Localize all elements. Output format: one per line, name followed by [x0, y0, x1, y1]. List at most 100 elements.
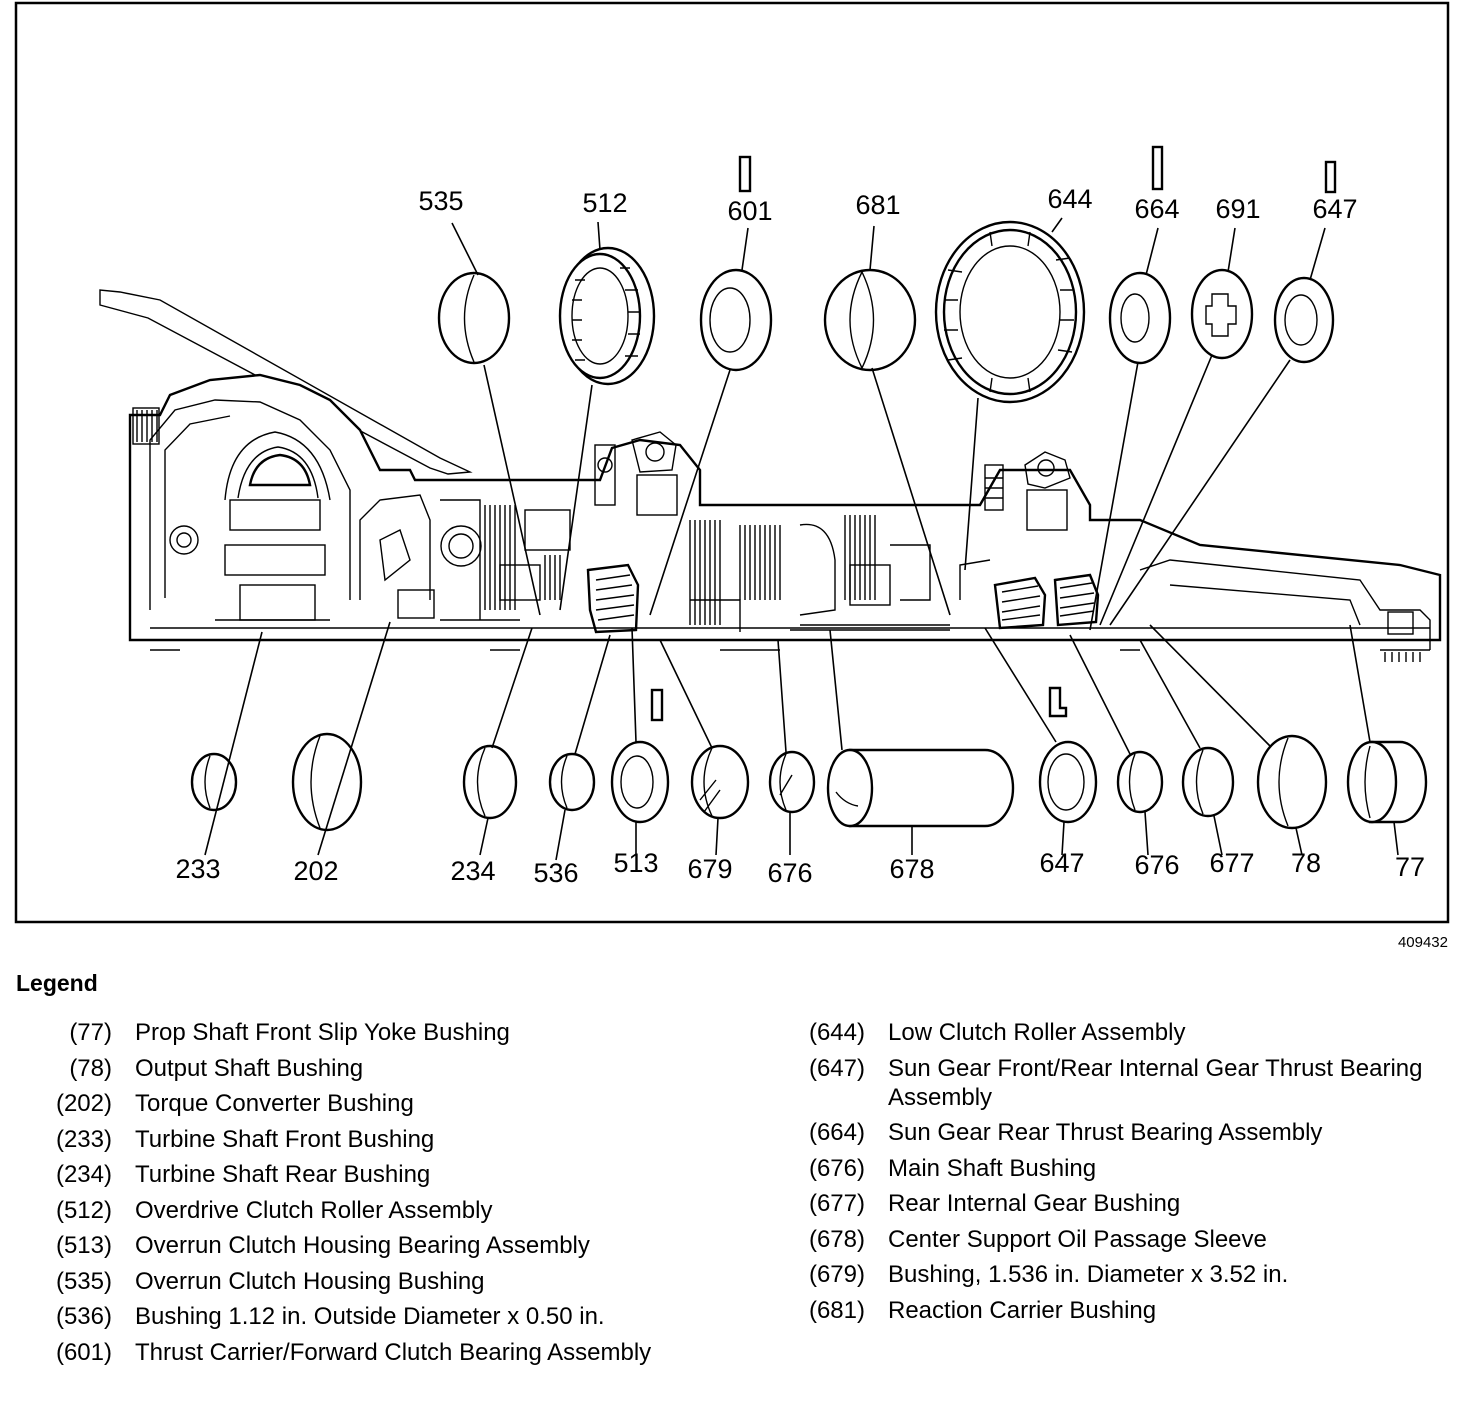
legend-item-number: (681)	[808, 1296, 865, 1324]
part-535-illustration	[437, 271, 511, 365]
figure-id: 409432	[1398, 934, 1448, 951]
legend-item: (202) Torque Converter Bushing	[15, 1089, 755, 1118]
legend-item-number: (234)	[55, 1161, 112, 1188]
legend-item: (233) Turbine Shaft Front Bushing	[15, 1125, 755, 1154]
legend-item-description: Center Support Oil Passage Sleeve	[888, 1225, 1267, 1253]
callout-234: 234	[450, 856, 495, 886]
part-78-illustration	[1256, 734, 1328, 830]
legend-item: (535) Overrun Clutch Housing Bushing	[15, 1267, 755, 1296]
part-677-illustration	[1181, 746, 1235, 818]
callout-647-bottom: 647	[1039, 848, 1084, 878]
legend-item: (78) Output Shaft Bushing	[15, 1054, 755, 1083]
forward-direct-clutch-packs	[689, 515, 931, 632]
part-681-illustration	[823, 268, 917, 372]
legend-item-number: (512)	[55, 1196, 112, 1224]
legend-item-number: (677)	[808, 1190, 865, 1217]
callout-676-a: 676	[767, 858, 812, 888]
legend-item-number: (644)	[808, 1019, 865, 1046]
legend-item-description: Torque Converter Bushing	[135, 1090, 414, 1117]
transmission-bushing-diagram: 535 512 601 681 644 664 691 647 233 202 …	[14, 1, 1450, 951]
legend-item-description: Overrun Clutch Housing Bearing Assembly	[135, 1232, 590, 1259]
callout-647-top: 647	[1312, 194, 1357, 224]
legend-title: Legend	[16, 970, 98, 996]
legend-item: (676) Main Shaft Bushing	[768, 1154, 1448, 1183]
part-647-bottom-illustration	[1038, 686, 1098, 824]
legend-item-description: Rear Internal Gear Bushing	[888, 1190, 1181, 1217]
legend-item-description: Sun Gear Front/Rear Internal Gear Thrust…	[888, 1054, 1423, 1111]
part-202-illustration	[291, 732, 363, 832]
legend-item-description: Sun Gear Rear Thrust Bearing Assembly	[888, 1119, 1323, 1146]
part-512-illustration	[558, 246, 656, 386]
part-676b-illustration	[1116, 750, 1164, 814]
legend-item-number: (601)	[55, 1338, 112, 1366]
legend-item: (677) Rear Internal Gear Bushing	[768, 1189, 1448, 1218]
figure-frame	[14, 1, 1450, 924]
legend-item-description: Turbine Shaft Front Bushing	[135, 1125, 435, 1153]
part-513-illustration	[610, 688, 670, 824]
legend-right-column: (644) Low Clutch Roller Assembly (647) Sun…	[768, 1018, 1448, 1331]
callout-677: 677	[1209, 848, 1254, 878]
rear-planetary	[959, 451, 1100, 630]
part-77-illustration	[1346, 740, 1428, 824]
callout-202: 202	[293, 856, 338, 886]
overdrive-planetary	[586, 431, 678, 634]
part-644-illustration	[934, 220, 1086, 404]
legend-item: (77) Prop Shaft Front Slip Yoke Bushing	[15, 1018, 755, 1047]
legend-item-description: Prop Shaft Front Slip Yoke Bushing	[135, 1019, 510, 1046]
part-647-top-illustration	[1273, 160, 1337, 364]
legend-item-number: (202)	[55, 1090, 112, 1117]
legend-item-number: (513)	[55, 1232, 112, 1259]
legend-item: (536) Bushing 1.12 in. Outside Diameter x…	[15, 1302, 755, 1331]
legend-item: (644) Low Clutch Roller Assembly	[768, 1018, 1448, 1047]
part-676a-illustration	[768, 750, 816, 814]
callout-labels: 535 512 601 681 644 664 691 647 233 202 …	[175, 184, 1425, 888]
legend-item-description: Low Clutch Roller Assembly	[888, 1019, 1186, 1046]
legend-item-number: (676)	[808, 1154, 865, 1182]
legend-item-number: (647)	[808, 1054, 865, 1082]
legend-item-number: (77)	[69, 1019, 112, 1046]
callout-681: 681	[855, 190, 900, 220]
callout-679: 679	[687, 854, 732, 884]
leader-lines	[204, 217, 1399, 861]
legend-item: (512) Overdrive Clutch Roller Assembly	[15, 1196, 755, 1225]
legend-item-number: (536)	[55, 1303, 112, 1330]
legend-item-number: (664)	[808, 1119, 865, 1146]
legend-item-number: (679)	[808, 1261, 865, 1288]
part-678-illustration	[826, 748, 1015, 828]
part-234-illustration	[462, 744, 518, 820]
part-664-illustration	[1108, 145, 1172, 365]
callout-664: 664	[1134, 194, 1179, 224]
legend-item-description: Main Shaft Bushing	[888, 1154, 1097, 1182]
legend-item-description: Overrun Clutch Housing Bushing	[135, 1267, 485, 1295]
part-679-illustration	[690, 744, 750, 820]
legend-item-number: (233)	[55, 1125, 112, 1153]
legend-item-description: Turbine Shaft Rear Bushing	[135, 1161, 431, 1188]
callout-691: 691	[1215, 194, 1260, 224]
legend-item-description: Bushing 1.12 in. Outside Diameter x 0.50…	[135, 1303, 605, 1330]
part-601-illustration	[699, 155, 773, 372]
part-233-illustration	[190, 752, 238, 812]
output-shaft	[1139, 559, 1431, 662]
callout-601: 601	[727, 196, 772, 226]
legend-item-description: Overdrive Clutch Roller Assembly	[135, 1196, 493, 1224]
legend-item-description: Output Shaft Bushing	[135, 1054, 364, 1082]
callout-678: 678	[889, 854, 934, 884]
legend-item: (664) Sun Gear Rear Thrust Bearing Assemb…	[768, 1118, 1448, 1147]
legend-item-number: (78)	[69, 1054, 112, 1082]
legend-left-column: (77) Prop Shaft Front Slip Yoke Bushing (…	[15, 1018, 755, 1373]
part-536-illustration	[548, 752, 596, 812]
legend-item: (681) Reaction Carrier Bushing	[768, 1296, 1448, 1325]
legend-item-description: Thrust Carrier/Forward Clutch Bearing As…	[135, 1338, 652, 1366]
callout-535: 535	[418, 186, 463, 216]
transmission-cross-section	[99, 289, 1442, 662]
legend-item-number: (535)	[55, 1267, 112, 1295]
callout-512: 512	[582, 188, 627, 218]
legend-item: (678)Center Support Oil Passage Sleeve	[768, 1225, 1448, 1254]
callout-644: 644	[1047, 184, 1092, 214]
legend-item-description: Bushing, 1.536 in. Diameter x 3.52 in.	[888, 1261, 1289, 1288]
legend-item: (513) Overrun Clutch Housing Bearing Asse…	[15, 1231, 755, 1260]
callout-77: 77	[1395, 852, 1425, 882]
part-691-illustration	[1190, 268, 1254, 360]
legend-item-description: Reaction Carrier Bushing	[888, 1296, 1157, 1324]
callout-536: 536	[533, 858, 578, 888]
